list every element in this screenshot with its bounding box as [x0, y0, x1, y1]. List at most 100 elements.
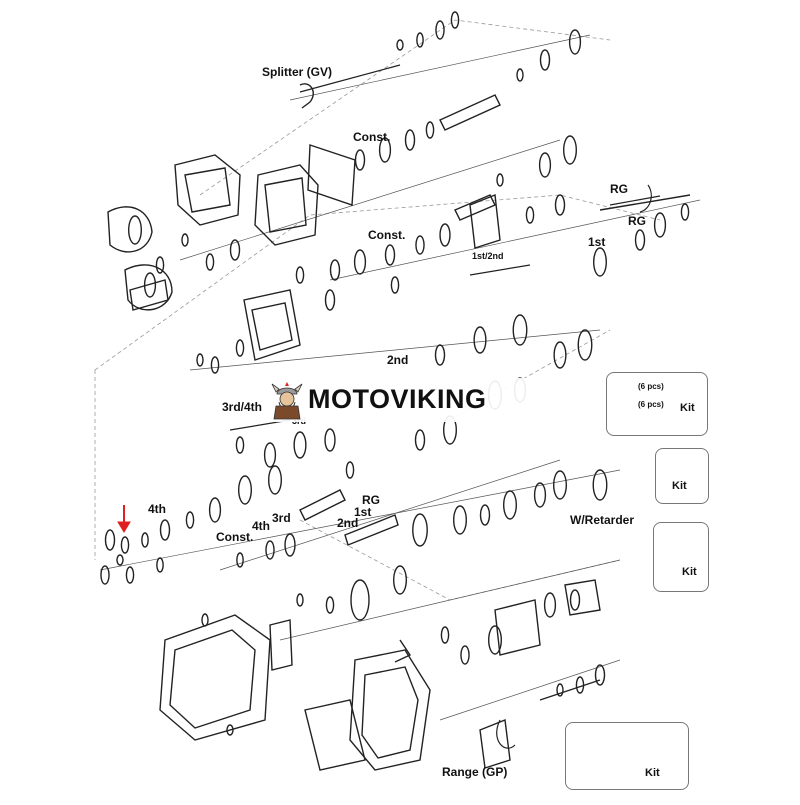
- part-outline: [237, 475, 252, 505]
- part-outline: [680, 203, 690, 221]
- kit2-label: Kit: [672, 480, 687, 492]
- part-outline: [516, 68, 524, 82]
- label-const-top: Const.: [353, 130, 391, 144]
- label-rg-upper: RG: [610, 182, 628, 196]
- kit-box-2: [655, 448, 709, 504]
- part-outline: [653, 212, 667, 238]
- part-outline: [435, 20, 445, 40]
- watermark-text: MOTOVIKING: [308, 384, 487, 414]
- part-outline: [181, 233, 189, 247]
- part-outline: [393, 565, 408, 595]
- part-outline: [503, 490, 518, 520]
- part-outline: [293, 431, 307, 459]
- part-outline: [390, 276, 400, 294]
- part-outline: [125, 566, 135, 584]
- part-outline: [460, 645, 470, 665]
- part-outline: [434, 344, 446, 366]
- part-outline: [396, 39, 404, 51]
- part-outline: [185, 511, 195, 529]
- part-outline: [127, 215, 142, 245]
- label-const-low: Const.: [216, 530, 254, 544]
- label-second-shaft: 2nd: [337, 516, 359, 530]
- kit4-label: Kit: [645, 767, 660, 779]
- part-outline: [265, 540, 275, 560]
- part-outline: [210, 356, 220, 374]
- part-outline: [415, 235, 425, 255]
- part-outline: [296, 593, 304, 607]
- part-outline: [268, 465, 283, 495]
- part-outline: [324, 289, 336, 311]
- part-outline: [416, 32, 424, 48]
- part-outline: [384, 244, 396, 266]
- part-outline: [569, 589, 581, 611]
- part-outline: [575, 676, 585, 694]
- part-outline: [353, 249, 367, 275]
- part-outline: [263, 442, 277, 468]
- part-outline: [563, 135, 578, 165]
- part-outline: [226, 724, 234, 736]
- part-outline: [496, 173, 504, 187]
- part-outline: [235, 339, 245, 357]
- part-outline: [350, 579, 370, 621]
- part-outline: [634, 229, 646, 251]
- part-outline: [155, 256, 165, 274]
- part-outline: [543, 592, 557, 618]
- label-const-mid: Const.: [368, 228, 406, 242]
- part-outline: [414, 429, 426, 451]
- part-outline: [473, 326, 487, 354]
- part-outline: [159, 519, 171, 541]
- part-outline: [568, 29, 582, 55]
- label-fourth-left: 4th: [148, 502, 166, 516]
- kit1-pcs-b: (6 pcs): [638, 400, 664, 409]
- label-splitter: Splitter (GV): [262, 65, 333, 79]
- part-outline: [378, 137, 392, 163]
- part-outline: [453, 505, 468, 535]
- part-outline: [592, 469, 608, 501]
- part-outline: [229, 239, 241, 261]
- watermark: MOTOVIKING: [262, 378, 534, 422]
- viking-logo-icon: [271, 382, 303, 420]
- label-rg-lower: RG: [628, 214, 646, 228]
- part-outline: [412, 513, 428, 547]
- part-outline: [100, 565, 110, 585]
- part-outline: [116, 554, 124, 566]
- part-outline: [594, 664, 606, 686]
- part-outline: [593, 247, 608, 277]
- part-outline: [553, 341, 567, 369]
- part-outline: [450, 11, 460, 29]
- part-outline: [235, 436, 245, 454]
- kit-box-1: [606, 372, 708, 436]
- part-outline: [533, 482, 547, 508]
- label-first-shaft: 1st: [354, 505, 372, 519]
- kit3-label: Kit: [682, 566, 697, 578]
- part-outline: [488, 625, 503, 655]
- label-range: Range (GP): [442, 765, 508, 779]
- part-outline: [236, 552, 244, 568]
- part-outline: [525, 206, 535, 224]
- part-outline: [205, 253, 215, 271]
- part-outline: [556, 683, 564, 697]
- part-outline: [324, 428, 336, 452]
- part-outline: [345, 461, 355, 479]
- part-outline: [538, 152, 552, 178]
- part-outline: [295, 266, 305, 284]
- part-outline: [156, 557, 164, 573]
- part-outline: [439, 223, 451, 247]
- label-retarder: W/Retarder: [570, 513, 635, 527]
- part-outline: [440, 626, 450, 644]
- label-third-low: 3rd: [272, 511, 291, 525]
- part-outline: [553, 470, 568, 500]
- part-outline: [354, 149, 366, 171]
- part-outline: [104, 529, 116, 551]
- label-first-right: 1st: [588, 235, 606, 249]
- part-outline: [143, 272, 157, 298]
- label-fourth-low: 4th: [252, 519, 270, 533]
- part-outline: [577, 329, 593, 361]
- label-rg-shaft: RG: [362, 493, 380, 507]
- part-outline: [329, 259, 341, 281]
- part-outline: [141, 532, 149, 548]
- part-outline: [196, 353, 204, 367]
- label-second: 2nd: [387, 353, 409, 367]
